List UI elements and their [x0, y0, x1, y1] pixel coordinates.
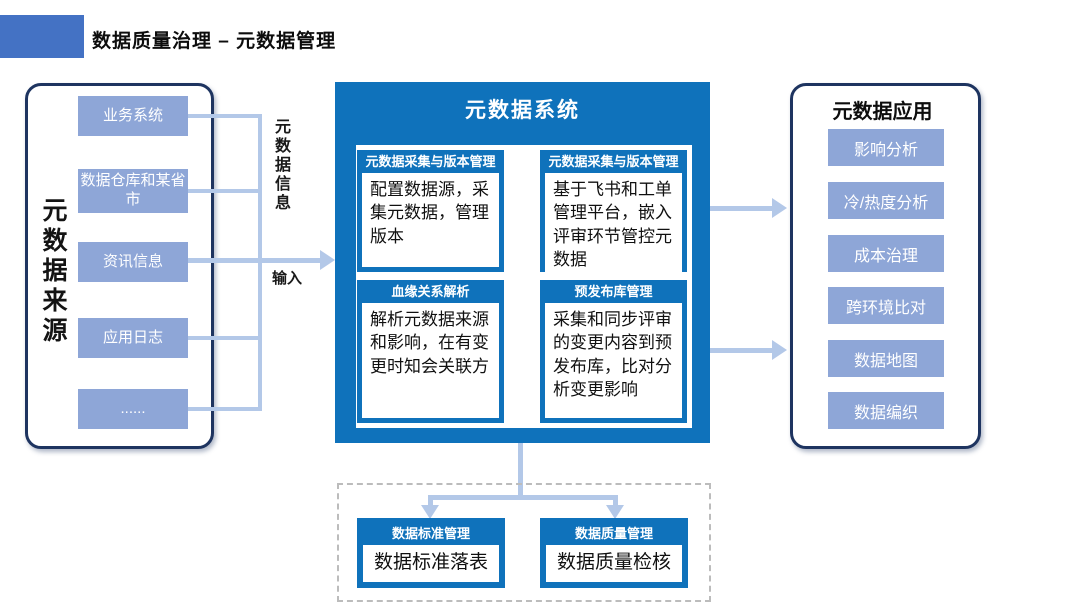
downstream-dashed-container [337, 483, 711, 602]
module-body: 数据质量检核 [546, 544, 682, 582]
module-body: 配置数据源，采集元数据，管理版本 [362, 172, 499, 267]
connector-line [188, 189, 262, 193]
downstream-connector-line [428, 495, 618, 500]
input-arrow-line [188, 258, 322, 263]
module-collection-version-2: 元数据采集与版本管理 基于飞书和工单管理平台，嵌入评审环节管控元数据 [540, 150, 687, 274]
metadata-info-vertical-label: 元数据信息 [272, 118, 289, 213]
metadata-applications-title: 元数据应用 [832, 101, 933, 123]
source-item-information: 资讯信息 [78, 242, 188, 282]
module-header: 元数据采集与版本管理 [365, 154, 496, 169]
module-data-standard-management: 数据标准管理 数据标准落表 [357, 518, 505, 588]
source-item-more: ...... [78, 389, 188, 429]
module-header: 血缘关系解析 [391, 284, 470, 299]
application-item-impact-analysis: 影响分析 [828, 129, 944, 166]
module-data-quality-management: 数据质量管理 数据质量检核 [540, 518, 688, 588]
downstream-connector-line [613, 495, 618, 507]
input-label: 输入 [272, 270, 303, 287]
output-arrow-line [710, 348, 774, 353]
metadata-system-title: 元数据系统 [465, 99, 580, 122]
module-header: 预发布库管理 [574, 284, 653, 299]
downstream-connector-line [428, 495, 433, 507]
downstream-arrow-head-icon [421, 505, 439, 519]
connector-line [188, 336, 262, 340]
application-item-data-fabric: 数据编织 [828, 392, 944, 429]
connector-line [188, 407, 262, 411]
module-body: 基于飞书和工单管理平台，嵌入评审环节管控元数据 [545, 172, 682, 274]
application-item-cross-env-compare: 跨环境比对 [828, 287, 944, 324]
source-item-warehouse: 数据仓库和某省市 [78, 169, 188, 213]
module-body: 解析元数据来源和影响，在有变更时知会关联方 [362, 302, 499, 418]
module-collection-version-1: 元数据采集与版本管理 配置数据源，采集元数据，管理版本 [357, 150, 504, 272]
module-header: 数据质量管理 [574, 526, 653, 541]
application-item-data-map: 数据地图 [828, 340, 944, 377]
input-arrow-head-icon [320, 250, 335, 270]
output-arrow-head-icon [772, 340, 787, 360]
output-arrow-line [710, 206, 774, 211]
module-lineage-analysis: 血缘关系解析 解析元数据来源和影响，在有变更时知会关联方 [357, 280, 504, 423]
page-title: 数据质量治理 – 元数据管理 [92, 31, 337, 52]
output-arrow-head-icon [772, 198, 787, 218]
application-item-hot-cold-analysis: 冷/热度分析 [828, 182, 944, 219]
title-accent-bar [0, 15, 84, 58]
source-item-app-logs: 应用日志 [78, 318, 188, 358]
connector-line [188, 114, 262, 118]
module-body: 数据标准落表 [363, 544, 499, 582]
source-item-business-system: 业务系统 [78, 96, 188, 136]
application-item-cost-governance: 成本治理 [828, 235, 944, 272]
downstream-connector-line [518, 443, 523, 497]
module-header: 数据标准管理 [391, 526, 470, 541]
downstream-arrow-head-icon [606, 505, 624, 519]
module-header: 元数据采集与版本管理 [548, 154, 679, 169]
module-body: 采集和同步评审的变更内容到预发布库，比对分析变更影响 [545, 302, 682, 418]
metadata-sources-vertical-title: 元数据来源 [39, 197, 67, 347]
module-pre-release-management: 预发布库管理 采集和同步评审的变更内容到预发布库，比对分析变更影响 [540, 280, 687, 423]
